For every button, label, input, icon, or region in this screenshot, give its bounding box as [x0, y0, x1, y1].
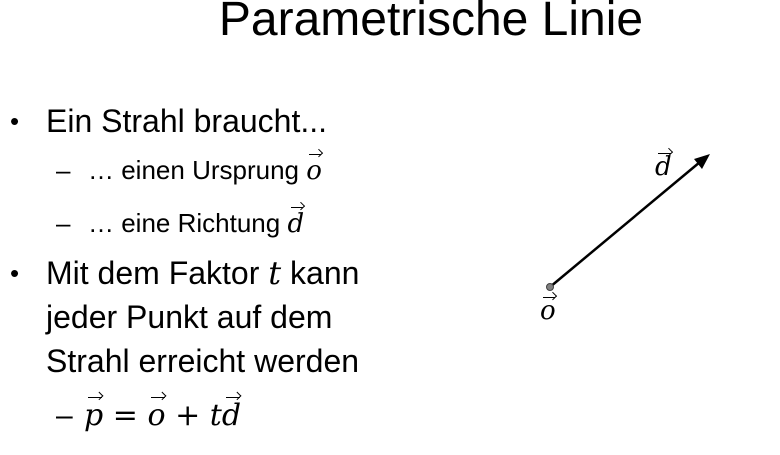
bullet-text: Mit dem Faktor t kann jeder Punkt auf de… — [46, 251, 359, 383]
formula-d-vector: d — [222, 396, 241, 436]
direction-label: d — [655, 152, 672, 182]
sub-bullet-dash: – — [56, 399, 73, 432]
formula-t: t — [209, 398, 222, 433]
sub-bullet-dash: – — [56, 155, 71, 185]
bullet-factor-line2: jeder Punkt auf dem — [46, 299, 333, 335]
ray-line — [549, 156, 707, 288]
formula-plus: + — [175, 398, 201, 433]
bullet-dot: • — [10, 106, 20, 136]
sub-bullet-origin-label: … einen Ursprung — [88, 155, 299, 185]
bullet-text: Ein Strahl braucht... — [46, 103, 328, 139]
origin-label: o — [540, 296, 556, 326]
sub-bullet-text: … einen Ursprung o — [88, 152, 322, 189]
factor-symbol: t — [268, 254, 282, 292]
formula-o-vector: o — [147, 396, 166, 436]
formula-p-vector: p — [84, 396, 103, 436]
origin-vector-symbol: o — [306, 153, 322, 189]
ray-arrowhead-icon — [694, 154, 710, 169]
bullet-dot: • — [10, 258, 20, 288]
slide-title: Parametrische Linie — [218, 0, 644, 46]
ray-diagram-svg — [546, 154, 710, 291]
bullet-factor-line1b: kann — [290, 255, 360, 291]
sub-bullet-direction-label: … eine Richtung — [88, 208, 281, 238]
direction-vector-symbol: d — [287, 206, 304, 242]
formula-equals: = — [112, 398, 138, 433]
bullet-factor-line3: Strahl erreicht werden — [46, 343, 360, 379]
sub-bullet-text: … eine Richtung d — [88, 205, 304, 242]
bullet-factor-line1a: Mit dem Faktor — [46, 255, 260, 291]
sub-bullet-dash: – — [56, 208, 71, 238]
ray-formula: p = o + td — [84, 396, 241, 436]
origin-point — [546, 283, 554, 291]
ray-diagram: d o — [520, 130, 740, 340]
